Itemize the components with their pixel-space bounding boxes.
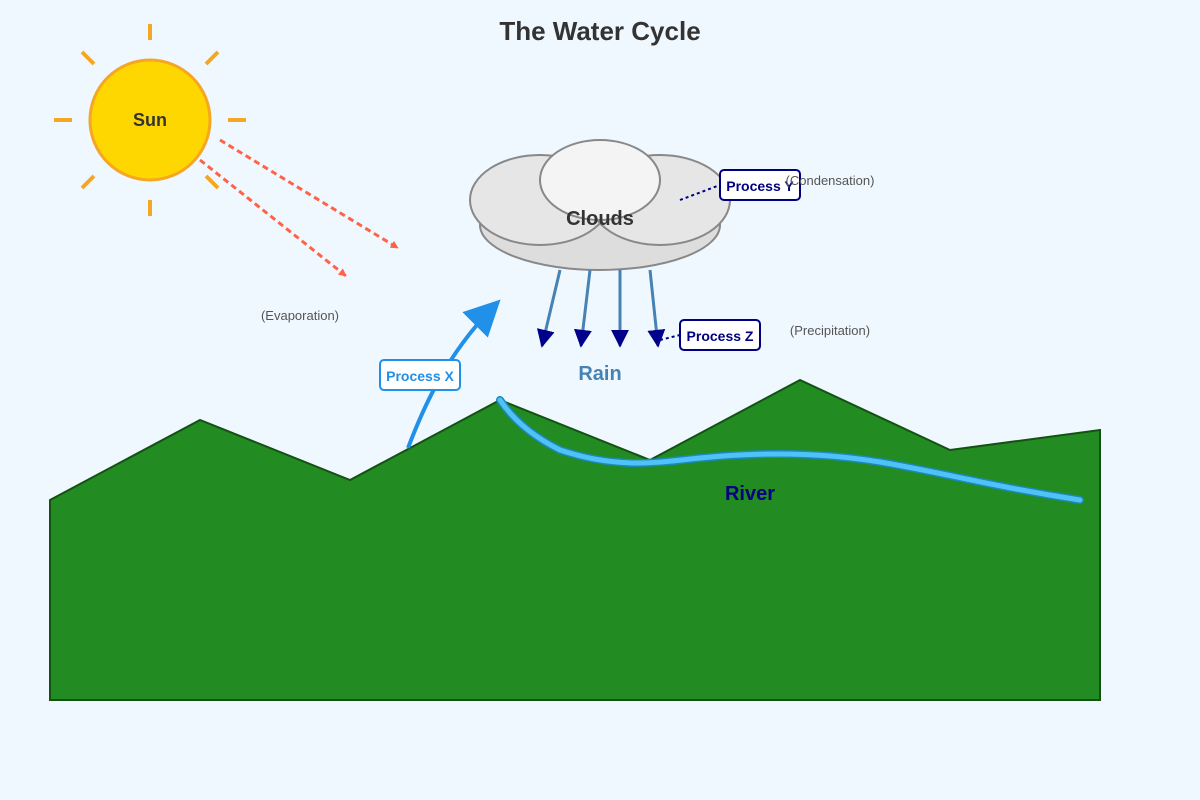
process-y-label: Process Y	[726, 178, 794, 194]
river-highlight	[497, 397, 1083, 503]
process-x-label: Process X	[386, 368, 454, 384]
process-y-leader	[679, 184, 721, 201]
process-y: Process Y (Condensation)	[679, 169, 875, 201]
sun-label: Sun	[133, 110, 167, 130]
sunlight-arrow	[219, 138, 399, 250]
land-mountains	[49, 378, 1101, 701]
cloud-puff-top	[539, 139, 661, 221]
rain-arrow	[536, 269, 562, 348]
sunlight-arrow	[199, 158, 347, 278]
process-x-box	[379, 359, 461, 391]
rain-arrows	[536, 269, 666, 348]
sun-disc	[88, 58, 212, 182]
process-z-box	[679, 319, 761, 351]
clouds: Clouds	[469, 139, 731, 271]
river-label: River	[725, 483, 775, 505]
diagram-title: The Water Cycle	[499, 16, 700, 46]
process-y-box	[719, 169, 801, 201]
process-y-note: (Condensation)	[786, 173, 875, 188]
process-x-note: (Evaporation)	[261, 308, 339, 323]
sun: Sun	[54, 24, 246, 216]
sunlight-arrows	[199, 138, 399, 278]
rain-arrow	[573, 269, 592, 348]
rain-arrow	[647, 269, 666, 348]
river: River	[496, 396, 1084, 505]
process-z: Process Z (Precipitation)	[659, 319, 870, 351]
clouds-label: Clouds	[566, 208, 634, 230]
process-z-label: Process Z	[687, 328, 754, 344]
process-x: Process X (Evaporation)	[261, 308, 461, 391]
process-z-note: (Precipitation)	[790, 323, 870, 338]
sun-rays	[54, 24, 246, 216]
process-z-leader	[659, 334, 681, 341]
rain-label: Rain	[578, 363, 621, 385]
